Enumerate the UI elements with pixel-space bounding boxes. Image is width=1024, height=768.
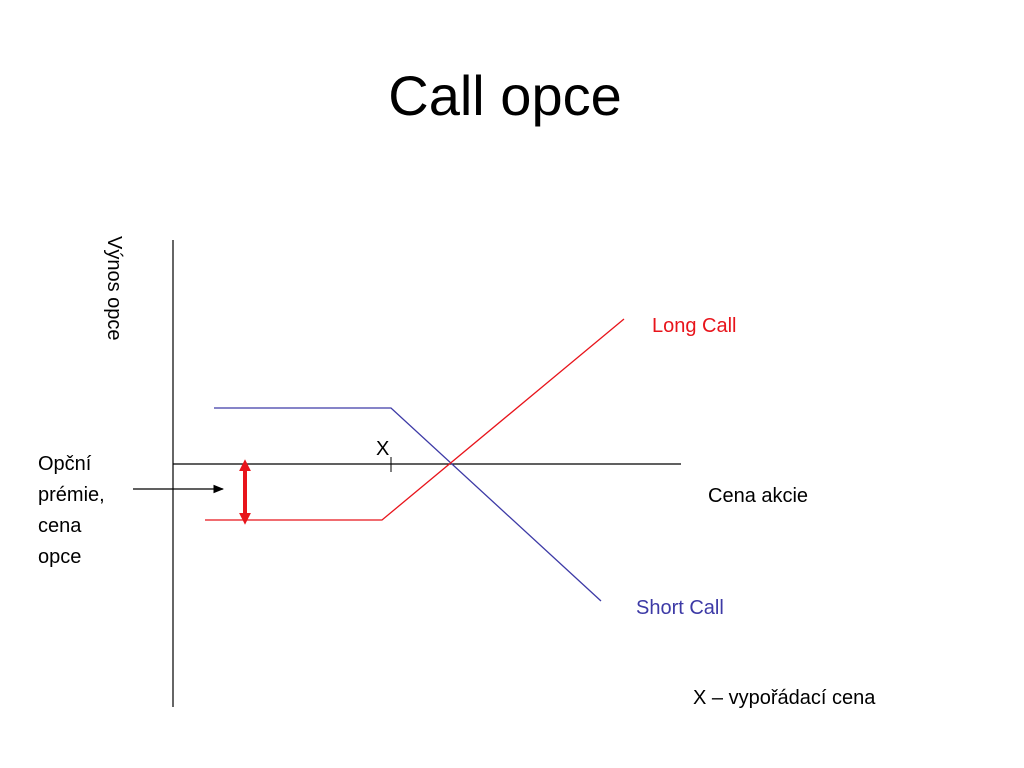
- premium-label-line: prémie,: [38, 484, 105, 506]
- strike-label: X: [376, 438, 389, 460]
- short-call-label: Short Call: [636, 597, 724, 619]
- strike-price-note: X – vypořádací cena: [693, 687, 876, 709]
- premium-label-line: opce: [38, 546, 82, 568]
- y-axis-label: Výnos opce: [103, 236, 125, 341]
- short-call-line: [214, 407, 602, 602]
- long-call-line: [205, 318, 625, 521]
- premium-label-line: cena: [38, 515, 82, 537]
- x-axis-label: Cena akcie: [708, 485, 808, 507]
- slide-title: Call opce: [388, 64, 622, 127]
- premium-label-line: Opční: [38, 453, 92, 475]
- long-call-label: Long Call: [652, 315, 737, 337]
- option-premium-label: Opční prémie, cena opce: [38, 449, 148, 573]
